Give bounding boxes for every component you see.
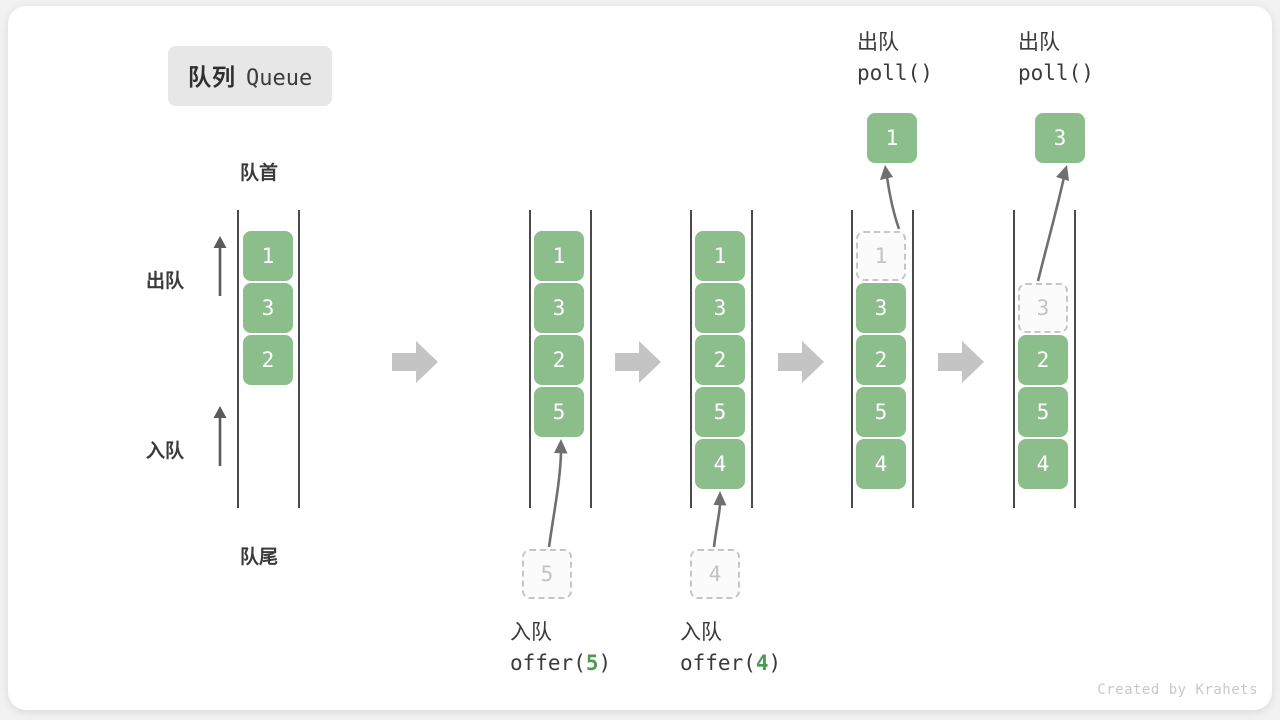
operation-code: offer(4) <box>680 648 781 678</box>
operation-label-offer-4: 入队 offer(4) <box>680 618 781 679</box>
queue-cell: 2 <box>856 335 906 385</box>
queue-rail-right <box>912 210 914 508</box>
queue-rail-right <box>1074 210 1076 508</box>
title-badge: 队列 Queue <box>168 46 333 106</box>
watermark: Created by Krahets <box>1097 682 1258 698</box>
operation-fn-end: ) <box>598 651 612 676</box>
queue-rail-left <box>237 210 239 508</box>
operation-cn: 入队 <box>510 621 552 644</box>
operation-label-poll-3: 出队 poll() <box>1018 28 1094 89</box>
enqueue-direction-arrow-icon <box>213 406 227 466</box>
queue-cell-removed: 1 <box>856 231 906 281</box>
operation-code: poll() <box>857 61 933 86</box>
queue-front-label: 队首 <box>240 163 279 184</box>
queue-cell: 4 <box>1018 439 1068 489</box>
queue-cell: 4 <box>856 439 906 489</box>
popped-cell: 3 <box>1035 113 1085 163</box>
queue-cell-removed: 3 <box>1018 283 1068 333</box>
operation-cn: 入队 <box>680 621 722 644</box>
operation-label-poll-1: 出队 poll() <box>857 28 933 89</box>
step-arrow-icon <box>615 341 661 383</box>
operation-arg: 4 <box>755 651 769 676</box>
queue-rail-right <box>590 210 592 508</box>
operation-label-offer-5: 入队 offer(5) <box>510 618 611 679</box>
enqueue-side-label: 入队 <box>146 441 185 462</box>
queue-cell: 1 <box>243 231 293 281</box>
dequeue-curve-arrow-icon <box>880 165 901 230</box>
queue-cell-new: 4 <box>695 439 745 489</box>
title-cn: 队列 <box>188 64 236 90</box>
queue-rail-right <box>298 210 300 508</box>
popped-cell: 1 <box>867 113 917 163</box>
queue-cell: 1 <box>534 231 584 281</box>
queue-cell: 2 <box>695 335 745 385</box>
queue-cell: 5 <box>695 387 745 437</box>
queue-cell: 5 <box>1018 387 1068 437</box>
dequeue-curve-arrow-icon <box>1036 165 1069 282</box>
queue-cell: 3 <box>695 283 745 333</box>
enqueue-curve-arrow-icon <box>712 491 727 548</box>
queue-cell: 1 <box>695 231 745 281</box>
queue-cell: 2 <box>1018 335 1068 385</box>
queue-cell: 3 <box>534 283 584 333</box>
queue-cell-new: 5 <box>534 387 584 437</box>
step-arrow-icon <box>392 341 438 383</box>
operation-code: poll() <box>1018 61 1094 86</box>
queue-cell: 2 <box>243 335 293 385</box>
operation-fn: offer( <box>510 651 586 676</box>
operation-cn: 出队 <box>1018 31 1060 54</box>
incoming-ghost-cell: 5 <box>522 549 572 599</box>
operation-fn-end: ) <box>768 651 782 676</box>
queue-cell: 2 <box>534 335 584 385</box>
queue-cell: 3 <box>243 283 293 333</box>
queue-rail-right <box>751 210 753 508</box>
step-arrow-icon <box>778 341 824 383</box>
queue-cell: 5 <box>856 387 906 437</box>
queue-cell: 3 <box>856 283 906 333</box>
enqueue-curve-arrow-icon <box>547 439 568 548</box>
step-arrow-icon <box>938 341 984 383</box>
operation-fn: offer( <box>680 651 756 676</box>
operation-cn: 出队 <box>857 31 899 54</box>
title-en: Queue <box>246 66 313 91</box>
queue-rear-label: 队尾 <box>240 547 279 568</box>
queue-rail-left <box>1013 210 1015 508</box>
operation-arg: 5 <box>585 651 599 676</box>
dequeue-direction-arrow-icon <box>213 236 227 296</box>
queue-rail-left <box>851 210 853 508</box>
queue-rail-left <box>529 210 531 508</box>
operation-code: offer(5) <box>510 648 611 678</box>
incoming-ghost-cell: 4 <box>690 549 740 599</box>
queue-rail-left <box>690 210 692 508</box>
dequeue-side-label: 出队 <box>146 271 185 292</box>
